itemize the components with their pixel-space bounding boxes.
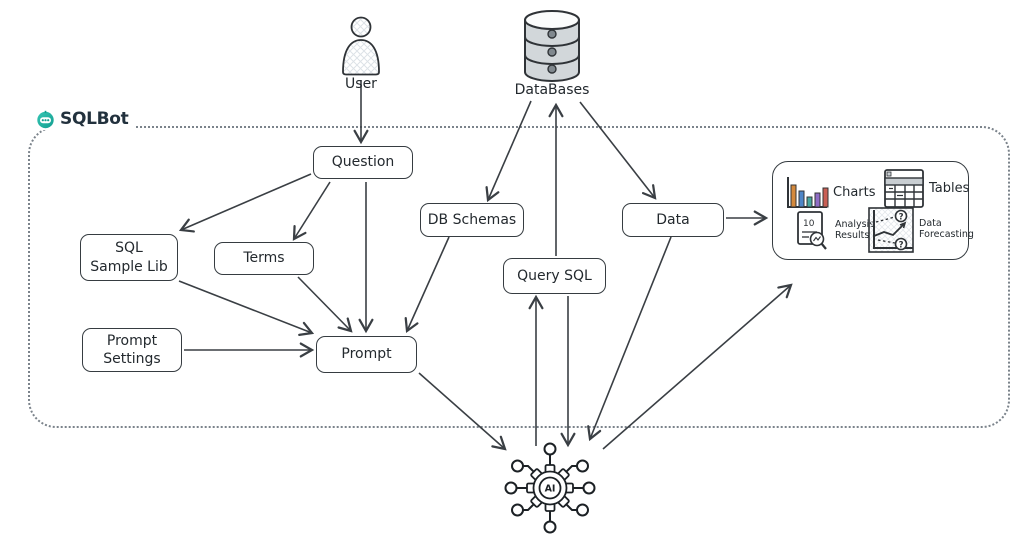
ai-hub-icon: AI bbox=[504, 442, 596, 534]
node-db-schemas: DB Schemas bbox=[420, 203, 524, 237]
data-forecasting-label: Data Forecasting bbox=[919, 218, 974, 240]
analysis-doc-icon: 10 bbox=[797, 211, 827, 250]
analysis-results-label: Analysis Results bbox=[835, 219, 875, 241]
node-sql-sample-lib: SQL Sample Lib bbox=[80, 234, 178, 281]
panel-item-charts: Charts bbox=[783, 174, 876, 212]
node-question: Question bbox=[313, 146, 413, 179]
table-icon bbox=[884, 169, 924, 208]
node-prompt-settings: Prompt Settings bbox=[82, 328, 182, 372]
brand-name: SQLBot bbox=[60, 109, 129, 129]
node-data: Data bbox=[622, 203, 724, 237]
sqlbot-robot-icon bbox=[37, 110, 54, 128]
node-terms: Terms bbox=[214, 242, 314, 275]
user-label: User bbox=[345, 76, 377, 92]
ai-label: AI bbox=[545, 484, 556, 495]
node-query-sql: Query SQL bbox=[503, 258, 606, 294]
sqlbot-logo: SQLBot bbox=[33, 108, 136, 130]
output-panel: Charts Tables 10 bbox=[772, 161, 974, 260]
svg-text:10: 10 bbox=[803, 219, 815, 229]
forecast-icon: ? ? bbox=[868, 207, 914, 253]
charts-label: Charts bbox=[833, 184, 876, 200]
tables-label: Tables bbox=[929, 180, 970, 196]
databases-label: DataBases bbox=[514, 82, 590, 98]
panel-item-data-forecasting: ? ? Data Forecasting bbox=[867, 206, 974, 254]
svg-text:?: ? bbox=[899, 212, 904, 222]
svg-text:?: ? bbox=[899, 240, 904, 250]
node-prompt: Prompt bbox=[316, 336, 417, 373]
user-icon bbox=[342, 16, 380, 76]
panel-item-analysis-results: 10 Analysis Results bbox=[795, 210, 874, 252]
bar-chart-icon bbox=[787, 177, 829, 208]
panel-item-tables: Tables bbox=[883, 168, 969, 210]
databases-icon bbox=[524, 10, 580, 82]
